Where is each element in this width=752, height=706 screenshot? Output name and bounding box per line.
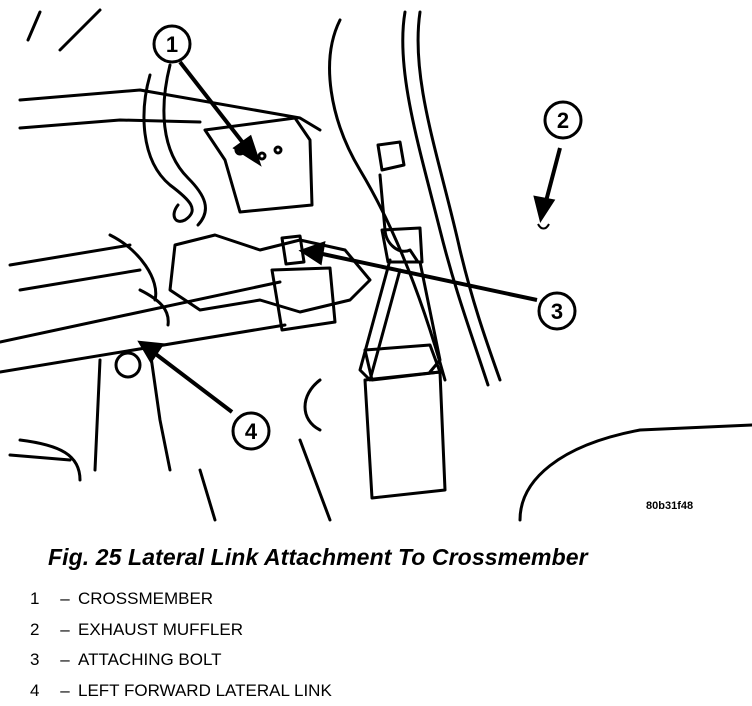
crossmember-hole-2 [259,153,265,159]
lower-bracket-curve [305,380,320,430]
lower-frame-hole [116,353,140,377]
muffler-surface-mark [538,224,549,229]
callout-4-leader [153,352,232,412]
link-bushing [272,268,335,330]
figure-reference-id: 80b31f48 [646,500,693,512]
crossmember-bracket [205,118,312,212]
legend-list: 1–CROSSMEMBER 2–EXHAUST MUFFLER 3–ATTACH… [30,584,332,706]
lower-support-block [365,372,445,498]
callout-3-label: 3 [551,299,563,324]
legend-separator: – [52,584,78,615]
lower-lines [200,440,330,520]
figure-caption: Fig. 25 Lateral Link Attachment To Cross… [48,544,588,571]
legend-item: 4–LEFT FORWARD LATERAL LINK [30,676,332,706]
crossmember-hole-3 [275,147,281,153]
callout-1-leader [180,62,247,148]
legend-separator: – [52,676,78,706]
muffler-left-edge [330,20,445,380]
muffler-inner-edge [403,12,488,385]
callout-1-label: 1 [166,32,178,57]
lower-left-frame [10,440,80,480]
legend-label: EXHAUST MUFFLER [78,620,243,639]
callout-2-label: 2 [557,108,569,133]
legend-item: 1–CROSSMEMBER [30,584,332,615]
legend-separator: – [52,615,78,646]
callout-2-arrowhead [536,198,552,218]
hanger-nut [378,142,404,170]
legend-label: ATTACHING BOLT [78,650,222,669]
legend-number: 3 [30,645,52,676]
stabilizer-rods [10,245,140,290]
legend-label: CROSSMEMBER [78,589,213,608]
legend-number: 1 [30,584,52,615]
lower-frame-rail [20,120,200,128]
body-contour [520,425,752,520]
legend-label: LEFT FORWARD LATERAL LINK [78,681,332,700]
lower-frame-struts [95,350,170,470]
legend-item: 3–ATTACHING BOLT [30,645,332,676]
legend-separator: – [52,645,78,676]
callout-1-arrowhead [236,138,258,162]
exhaust-pipe-left [360,260,400,380]
callout-2-leader [545,148,560,205]
callout-4-label: 4 [245,419,258,444]
callout-3-arrowhead [303,244,323,262]
legend-number: 2 [30,615,52,646]
lateral-link-drawing: 1 2 3 4 [0,0,752,530]
legend-item: 2–EXHAUST MUFFLER [30,615,332,646]
top-left-frame-edge [28,10,100,50]
technical-illustration: 1 2 3 4 80b31f48 [0,0,752,530]
legend-number: 4 [30,676,52,706]
